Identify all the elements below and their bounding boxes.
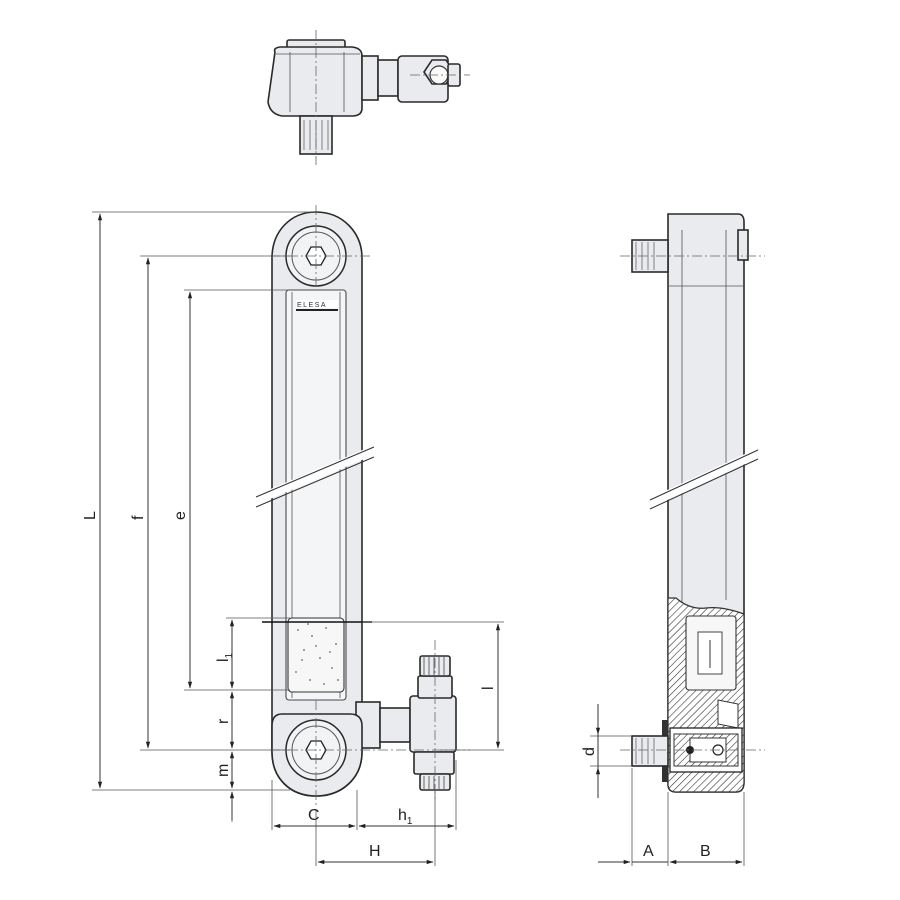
dim-A: A xyxy=(643,843,654,860)
float xyxy=(287,617,345,693)
brand-label: ELESA xyxy=(297,302,327,309)
dim-e: e xyxy=(172,511,189,520)
break-line xyxy=(254,445,376,508)
dim-H: H xyxy=(369,843,381,860)
front-view: ELESA xyxy=(254,205,470,808)
dim-f: f xyxy=(130,515,147,520)
dim-l: l xyxy=(480,686,497,690)
dim-C: C xyxy=(308,807,320,824)
dim-m: m xyxy=(215,764,232,777)
dimensions: L f e l1 r m l C h1 H xyxy=(82,211,745,866)
side-view xyxy=(620,213,765,793)
dim-L: L xyxy=(82,511,99,520)
dim-d: d xyxy=(581,747,598,756)
top-view xyxy=(267,30,470,165)
dim-B: B xyxy=(700,843,711,860)
dim-h1: h1 xyxy=(398,807,413,827)
dim-l1: l1 xyxy=(215,652,235,662)
dim-r: r xyxy=(215,718,232,724)
